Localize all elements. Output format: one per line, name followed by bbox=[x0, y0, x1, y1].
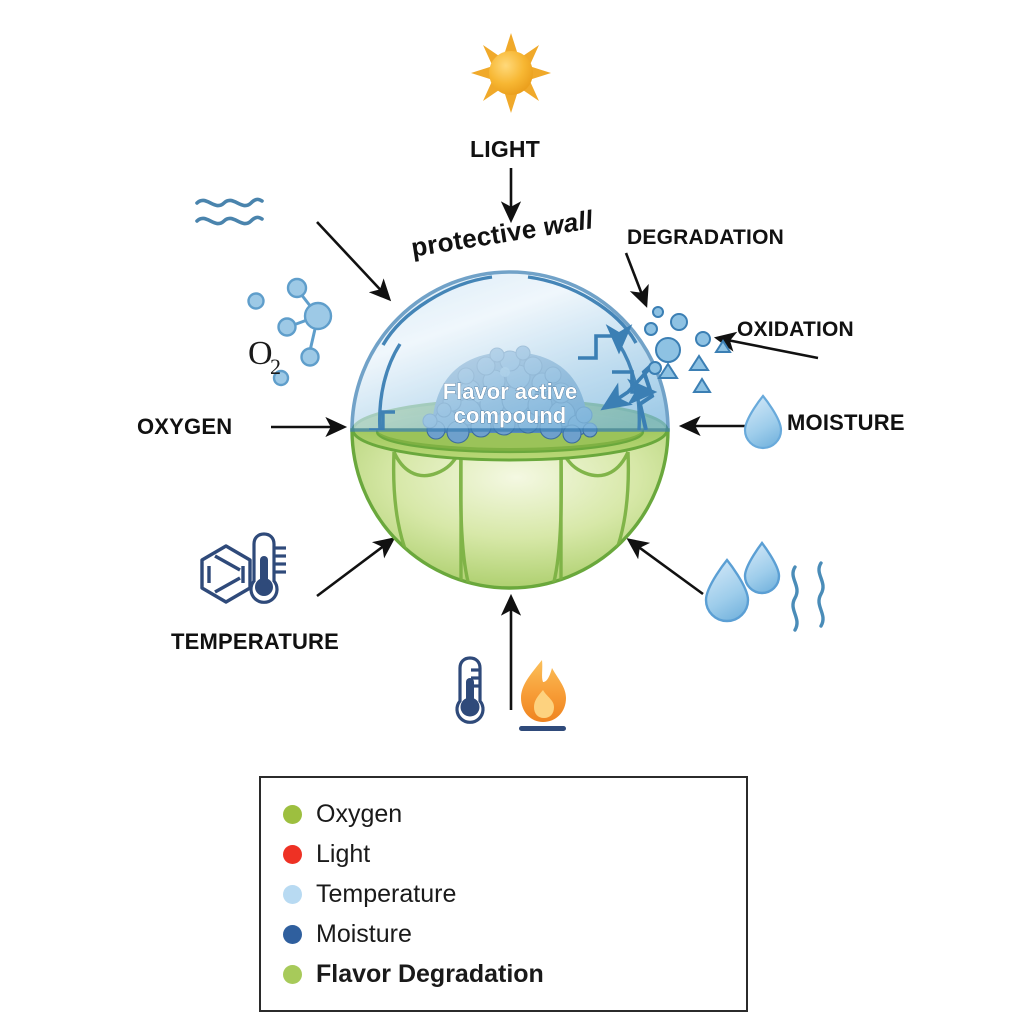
o2-label: O bbox=[248, 335, 273, 372]
legend-item: Temperature bbox=[283, 874, 746, 914]
arrow-degradation bbox=[624, 252, 649, 308]
arrow-oxidation bbox=[713, 331, 819, 360]
escape-zigzag-arrows bbox=[578, 324, 658, 411]
legend-color-swatch bbox=[283, 884, 302, 904]
core-label-line1: Flavor active bbox=[443, 379, 578, 404]
o2-subscript: 2 bbox=[270, 354, 281, 379]
arrow-lower-right bbox=[626, 538, 704, 596]
wave-lines-icon bbox=[195, 197, 264, 226]
thermometer-icon bbox=[455, 656, 485, 724]
capsule-dome bbox=[350, 270, 670, 432]
arrow-upper-left bbox=[316, 221, 392, 302]
vapor-lines-icon bbox=[791, 561, 825, 632]
oxygen-molecule-icon: O 2 bbox=[247, 277, 333, 387]
label-temperature: TEMPERATURE bbox=[171, 629, 340, 654]
legend-item-label: Temperature bbox=[316, 879, 457, 908]
legend-item-label: Light bbox=[316, 839, 371, 868]
legend-item-label: Oxygen bbox=[316, 799, 403, 828]
arrow-lower-left bbox=[316, 537, 396, 598]
legend-color-swatch bbox=[283, 804, 302, 824]
legend-item: Light bbox=[283, 834, 746, 874]
moisture-droplet-icon bbox=[743, 394, 783, 450]
temperature-icon bbox=[200, 532, 286, 604]
legend-color-swatch bbox=[283, 964, 302, 984]
legend-color-swatch bbox=[283, 924, 302, 944]
flame-icon bbox=[519, 660, 566, 731]
legend-item: Oxygen bbox=[283, 794, 746, 834]
legend-item-label: Moisture bbox=[316, 919, 412, 948]
legend-item: Flavor Degradation bbox=[283, 954, 746, 994]
legend-item-label: Flavor Degradation bbox=[316, 959, 544, 988]
flow-arrows bbox=[271, 168, 819, 710]
label-oxidation: OXIDATION bbox=[737, 318, 854, 341]
core-label: Flavor active compound bbox=[442, 379, 578, 429]
legend-item: Moisture bbox=[283, 914, 746, 954]
escaping-particles bbox=[644, 306, 732, 393]
label-light: LIGHT bbox=[470, 136, 540, 162]
protective-wall-italic: wall bbox=[541, 204, 596, 242]
label-moisture: MOISTURE bbox=[787, 410, 905, 435]
label-oxygen: OXYGEN bbox=[137, 414, 233, 439]
legend: Oxygen Light Temperature Moisture Flavor… bbox=[259, 776, 748, 1012]
core-label-line2: compound bbox=[454, 403, 566, 428]
label-degradation: DEGRADATION bbox=[627, 226, 784, 249]
legend-color-swatch bbox=[283, 844, 302, 864]
sun-icon bbox=[471, 33, 551, 113]
water-droplets-icon bbox=[704, 541, 781, 623]
